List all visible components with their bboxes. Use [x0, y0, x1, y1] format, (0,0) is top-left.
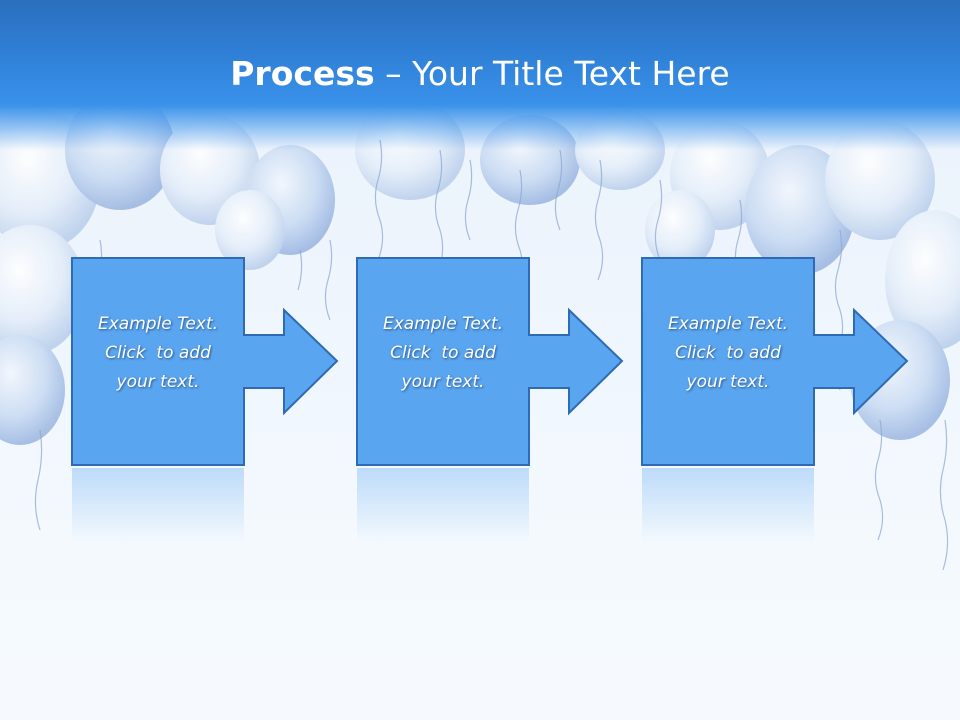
process-step-text-line: Click to add: [675, 343, 781, 363]
process-step-arrow-shape: [641, 257, 909, 466]
title-rest: – Your Title Text Here: [374, 54, 730, 93]
process-step-3[interactable]: [641, 257, 909, 543]
process-step-text-line: Example Text.: [667, 314, 789, 334]
process-step-text-line: Click to add: [390, 343, 496, 363]
process-step-text[interactable]: Example Text. Click to add your text.: [72, 310, 244, 397]
process-step-arrow-shape: [71, 257, 339, 466]
process-step-text-line: Click to add: [105, 343, 211, 363]
process-step-text[interactable]: Example Text. Click to add your text.: [357, 310, 529, 397]
process-step-text-line: your text.: [116, 372, 200, 392]
process-step-text-line: your text.: [686, 372, 770, 392]
slide-title[interactable]: Process – Your Title Text Here: [0, 52, 960, 96]
process-step-arrow-shape: [356, 257, 624, 466]
process-step-text-line: your text.: [401, 372, 485, 392]
process-step-text-line: Example Text.: [382, 314, 504, 334]
process-step-reflection: [642, 468, 814, 543]
process-step-2[interactable]: [356, 257, 624, 543]
process-step-text[interactable]: Example Text. Click to add your text.: [642, 310, 814, 397]
title-bar: [0, 0, 960, 150]
process-step-reflection: [357, 468, 529, 543]
process-step-text-line: Example Text.: [97, 314, 219, 334]
title-strong: Process: [230, 54, 375, 93]
process-step-reflection: [72, 468, 244, 543]
process-step-1[interactable]: [71, 257, 339, 543]
